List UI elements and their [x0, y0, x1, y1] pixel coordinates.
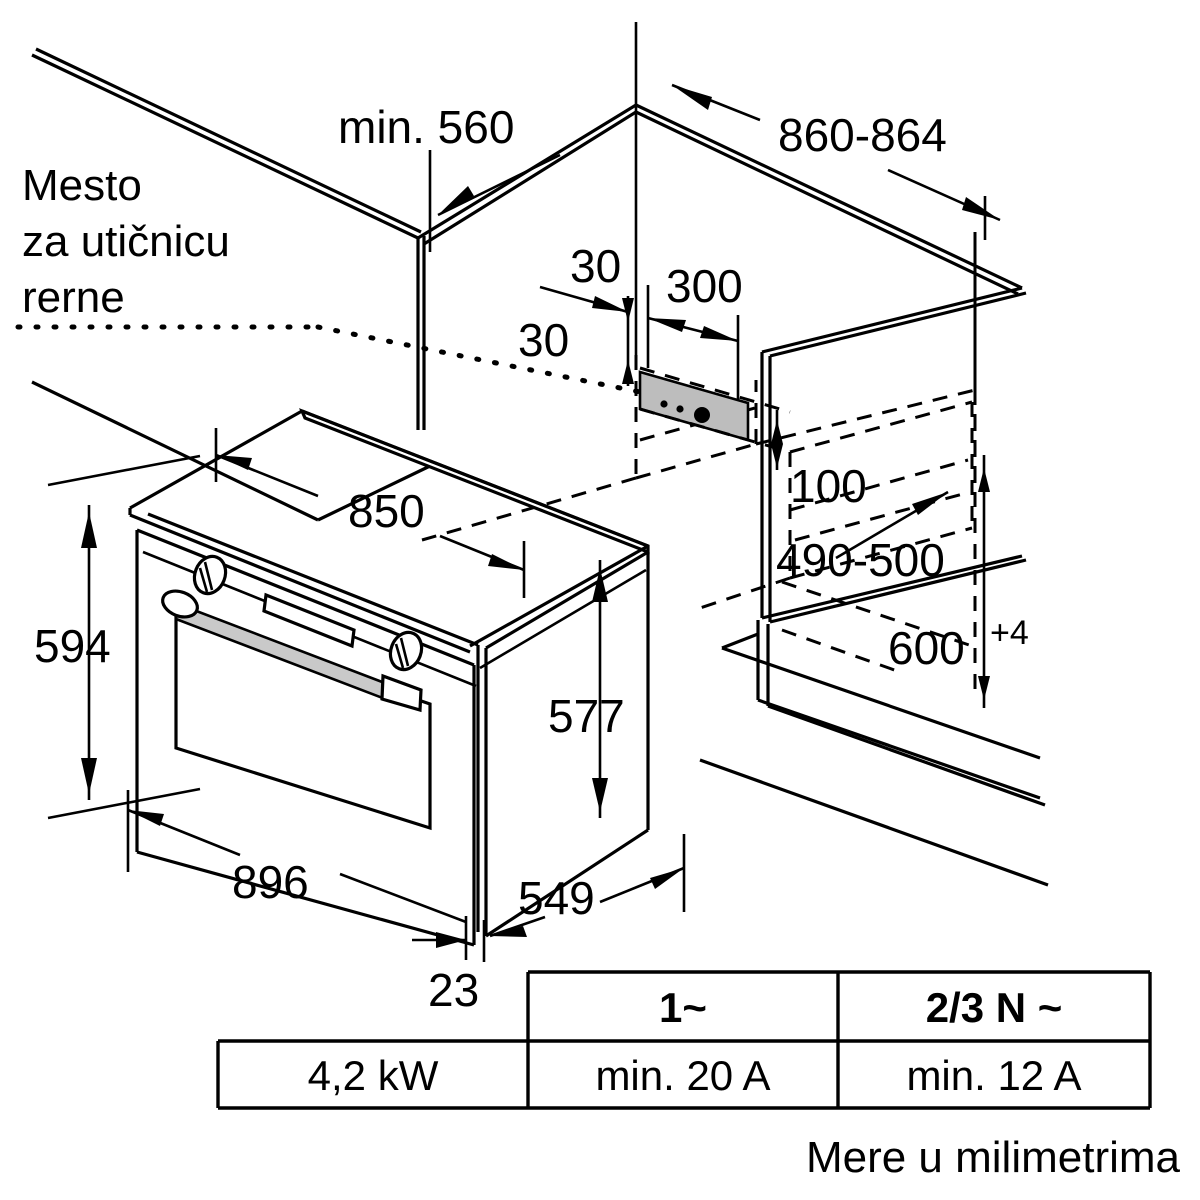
- socket-location-note: Mesto za utičnicu rerne: [22, 161, 230, 322]
- dim-niche-depth-range: 490-500: [776, 490, 949, 586]
- dim-socket-offset-side: 30: [518, 296, 634, 386]
- oven-appliance-group: [128, 408, 650, 947]
- note-line-2: za utičnicu: [22, 217, 230, 266]
- table-cell-power: 4,2 kW: [308, 1052, 439, 1099]
- dim-oven-front-height: 594: [34, 454, 201, 820]
- cabinet-niche-group: [15, 22, 1049, 887]
- dim-label-549: 549: [518, 872, 595, 924]
- dim-label-850: 850: [348, 485, 425, 537]
- dim-niche-width: 600 +4: [888, 455, 1029, 708]
- dim-oven-depth: 549: [489, 834, 686, 938]
- dim-label-860-864: 860-864: [778, 109, 947, 161]
- dim-socket-offset-top: 30: [539, 240, 629, 314]
- table-header-phase-23: 2/3 N ~: [926, 984, 1063, 1031]
- dim-label-100: 100: [790, 460, 867, 512]
- dim-socket-width: 300: [646, 260, 743, 400]
- units-note: Mere u milimetrima: [806, 1133, 1181, 1182]
- electrical-spec-table: 1~ 2/3 N ~ 4,2 kW min. 20 A min. 12 A: [216, 970, 1152, 1110]
- dim-label-577: 577: [548, 690, 625, 742]
- dim-label-600-tolerance: +4: [990, 614, 1029, 652]
- dim-label-896: 896: [232, 856, 309, 908]
- dim-oven-front-width: 896: [126, 790, 467, 924]
- dim-label-490-500: 490-500: [776, 534, 945, 586]
- table-cell-current-1: min. 20 A: [595, 1052, 770, 1099]
- dim-oven-side-height: 577: [548, 560, 625, 818]
- dim-label-600: 600: [888, 622, 965, 674]
- note-line-3: rerne: [22, 273, 125, 322]
- dim-niche-width-min: min. 560: [338, 101, 561, 252]
- note-line-1: Mesto: [22, 161, 142, 210]
- dim-label-23: 23: [428, 964, 479, 1016]
- dim-oven-top-depth: 850: [214, 428, 526, 598]
- dim-label-30-side: 30: [518, 314, 569, 366]
- dim-label-300: 300: [666, 260, 743, 312]
- dim-door-thickness: 23: [412, 916, 486, 1016]
- table-header-phase-1: 1~: [659, 984, 707, 1031]
- table-cell-current-23: min. 12 A: [906, 1052, 1081, 1099]
- dim-niche-height-range: 860-864: [671, 83, 1001, 240]
- dim-shelf-gap: 100: [771, 410, 867, 512]
- dim-label-594: 594: [34, 620, 111, 672]
- dim-label-min560: min. 560: [338, 101, 514, 153]
- dim-label-30-top: 30: [570, 240, 621, 292]
